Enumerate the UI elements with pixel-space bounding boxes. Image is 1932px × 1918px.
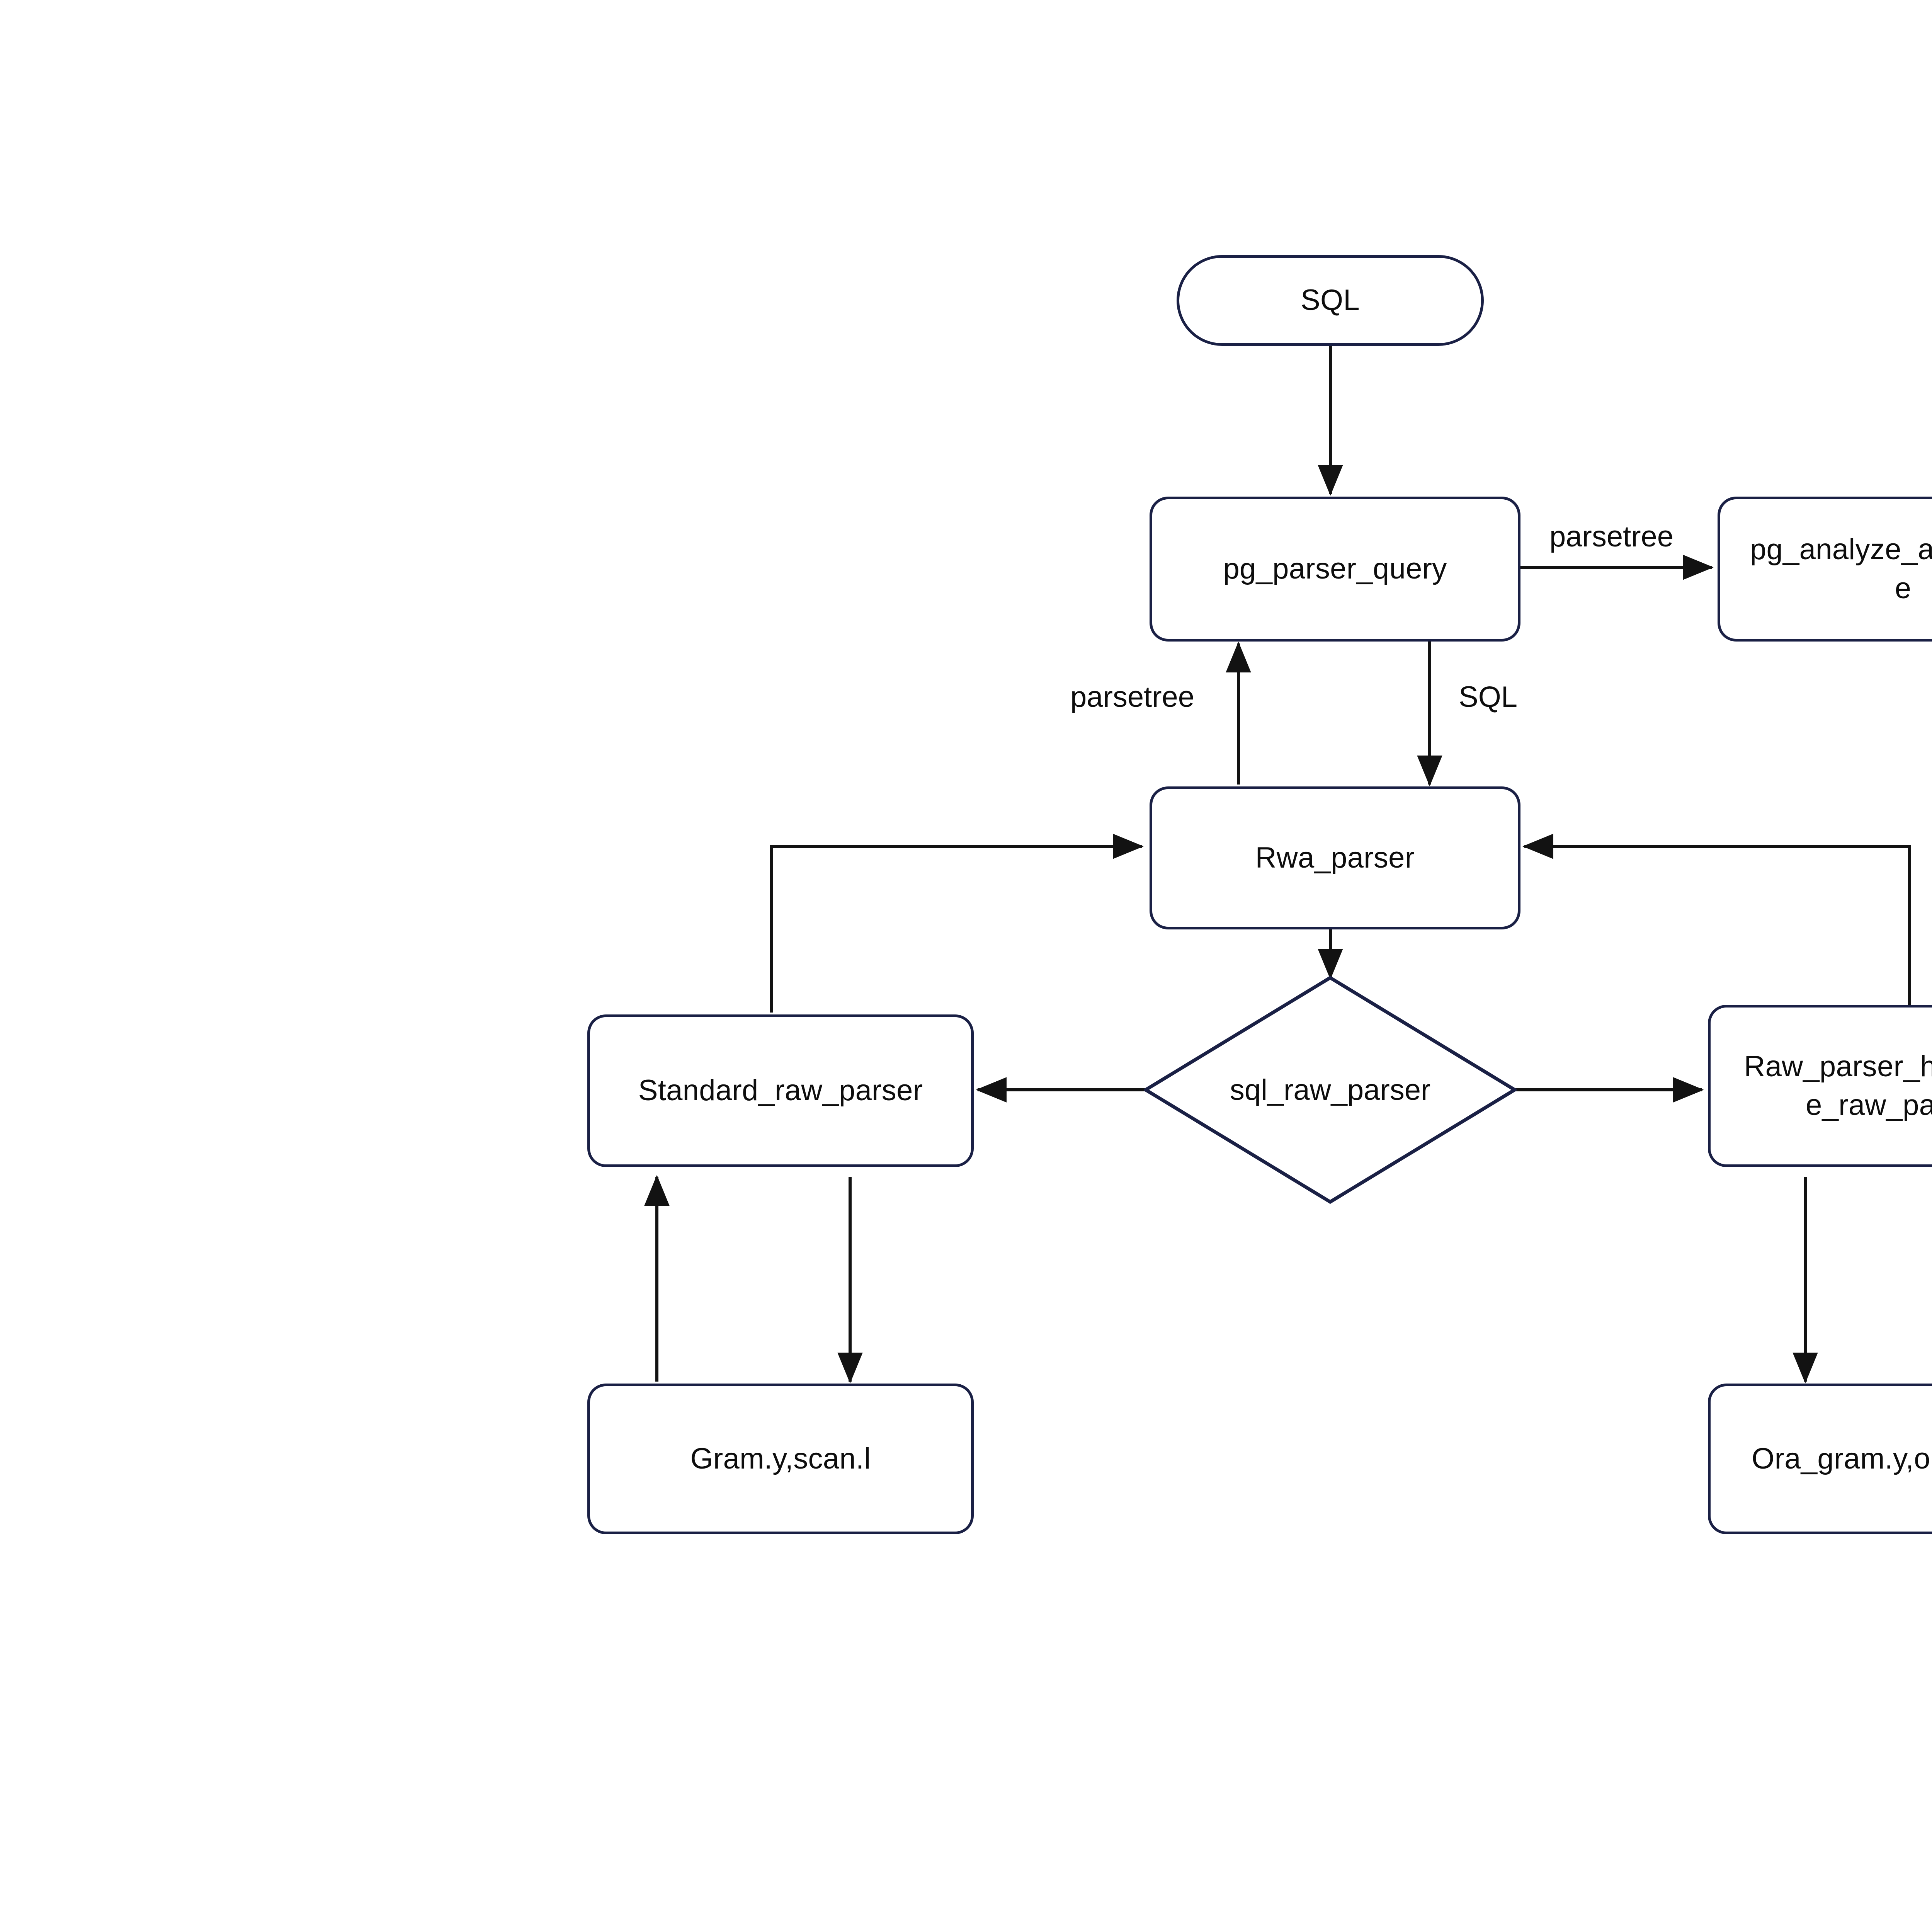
node-ora-gram-scan-label: Ora_gram.y,ora_scan.l: [1752, 1442, 1932, 1475]
node-raw-parser-hook[interactable]: Raw_parser_hook(oracl e_raw_parser): [1708, 1005, 1932, 1167]
diamond-shape: [1144, 976, 1517, 1204]
node-rwa-parser[interactable]: Rwa_parser: [1150, 786, 1520, 929]
node-standard-raw-parser[interactable]: Standard_raw_parser: [587, 1014, 974, 1167]
node-gram-scan[interactable]: Gram.y,scan.l: [587, 1384, 974, 1534]
node-pg-parser-query[interactable]: pg_parser_query: [1150, 497, 1520, 642]
node-standard-raw-parser-label: Standard_raw_parser: [638, 1074, 923, 1107]
edge-standard-raw-parser-to-rwa-parser: [770, 834, 1144, 1013]
edge-label-sql-right: SQL: [1459, 681, 1518, 713]
node-pg-parser-query-label: pg_parser_query: [1223, 552, 1447, 585]
node-pg-analyze-and-rewrite-label: pg_analyze_and_rewrit e: [1750, 533, 1932, 605]
node-ora-gram-scan[interactable]: Ora_gram.y,ora_scan.l: [1708, 1384, 1932, 1534]
node-sql-label: SQL: [1301, 284, 1360, 317]
node-gram-scan-label: Gram.y,scan.l: [690, 1442, 871, 1475]
edge-raw-parser-hook-to-rwa-parser: [1522, 834, 1911, 1013]
node-sql-raw-parser-label: sql_raw_parser: [1230, 1073, 1431, 1106]
edge-label-parsetree-left: parsetree: [1070, 681, 1195, 713]
node-sql-raw-parser[interactable]: sql_raw_parser: [1144, 976, 1517, 1204]
node-raw-parser-hook-label: Raw_parser_hook(oracl e_raw_parser): [1744, 1050, 1932, 1122]
node-rwa-parser-label: Rwa_parser: [1255, 841, 1415, 874]
node-pg-analyze-and-rewrite[interactable]: pg_analyze_and_rewrit e: [1718, 497, 1932, 642]
node-sql[interactable]: SQL: [1177, 255, 1484, 346]
edge-label-parsetree-top: parsetree: [1549, 520, 1674, 553]
